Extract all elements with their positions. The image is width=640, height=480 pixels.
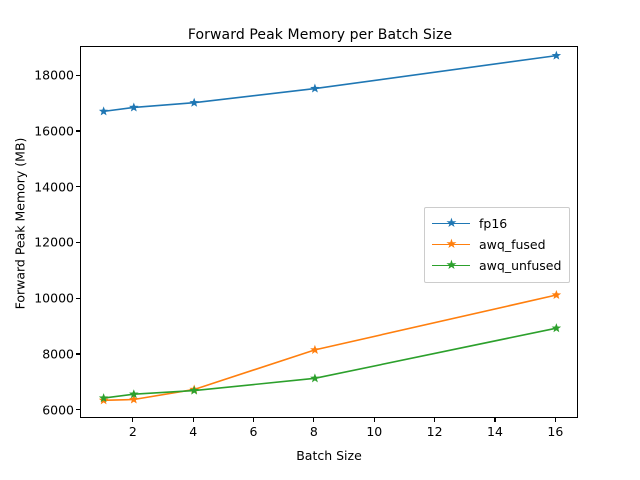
data-point-marker [189,385,199,395]
legend-label: fp16 [479,216,508,231]
y-tick-label: 8000 [42,346,74,362]
x-tick-label: 10 [366,424,383,439]
plot-area [80,46,578,418]
series-awq_unfused [98,323,562,403]
data-point-marker [98,393,109,403]
data-point-marker [98,106,109,116]
legend-swatch: ★ [432,215,470,231]
series-line [103,54,557,113]
legend-label: awq_unfused [479,258,562,273]
legend-item-awq_fused[interactable]: ★ awq_fused [432,234,561,255]
x-tick-mark [494,418,496,422]
data-point-marker [129,102,139,112]
y-tick-mark [76,74,80,76]
series-line [103,327,557,399]
chart-title: Forward Peak Memory per Batch Size [187,27,453,43]
y-tick-mark [76,241,80,244]
legend-swatch: ★ [432,257,470,273]
legend-line [432,222,470,225]
data-point-marker [551,323,562,333]
series-awq_fused [98,290,562,405]
y-tick-mark [76,130,80,132]
legend-line [432,264,470,267]
data-point-marker [551,290,562,300]
data-point-marker [310,83,320,93]
chart-legend: ★ fp16 ★ awq_fused ★ awq_unfused [424,207,571,283]
series-fp16 [98,50,562,116]
y-tick-mark [76,353,80,355]
series-line [103,294,557,402]
legend-swatch: ★ [432,236,470,252]
x-tick-label: 4 [189,424,198,439]
y-tick-label: 18000 [34,67,74,83]
data-point-marker [310,344,320,354]
x-tick-label: 8 [309,424,318,439]
y-tick-label: 6000 [42,402,74,418]
y-tick-mark [76,297,80,299]
x-tick-mark [434,418,436,422]
y-tick-mark [76,186,80,188]
y-tick-label: 14000 [34,179,74,195]
x-tick-mark [554,418,556,422]
series-canvas [98,50,562,405]
x-tick-label: 16 [547,424,564,439]
legend-line [432,243,470,246]
x-tick-mark [192,418,194,422]
data-point-marker [310,373,320,383]
x-axis-label: Batch Size [296,448,362,463]
x-tick-label: 6 [249,424,258,439]
legend-star-icon: ★ [445,215,458,231]
y-tick-label: 16000 [34,123,74,139]
x-tick-mark [132,418,134,422]
data-point-marker [189,97,199,107]
data-point-marker [129,389,139,399]
legend-item-fp16[interactable]: ★ fp16 [432,213,561,234]
x-tick-label: 14 [487,424,503,439]
x-tick-mark [313,418,315,422]
data-point-marker [129,394,139,404]
x-tick-mark [373,418,375,422]
y-tick-mark [76,409,80,411]
x-tick-label: 12 [426,424,443,439]
legend-label: awq_fused [479,237,546,252]
legend-star-icon: ★ [445,236,458,252]
y-tick-label: 10000 [34,290,74,306]
y-tick-label: 12000 [34,234,74,250]
data-point-marker [551,50,562,60]
legend-item-awq_unfused[interactable]: ★ awq_unfused [432,255,561,276]
x-tick-mark [252,418,255,422]
legend-star-icon: ★ [445,257,458,273]
x-tick-label: 2 [128,424,137,439]
